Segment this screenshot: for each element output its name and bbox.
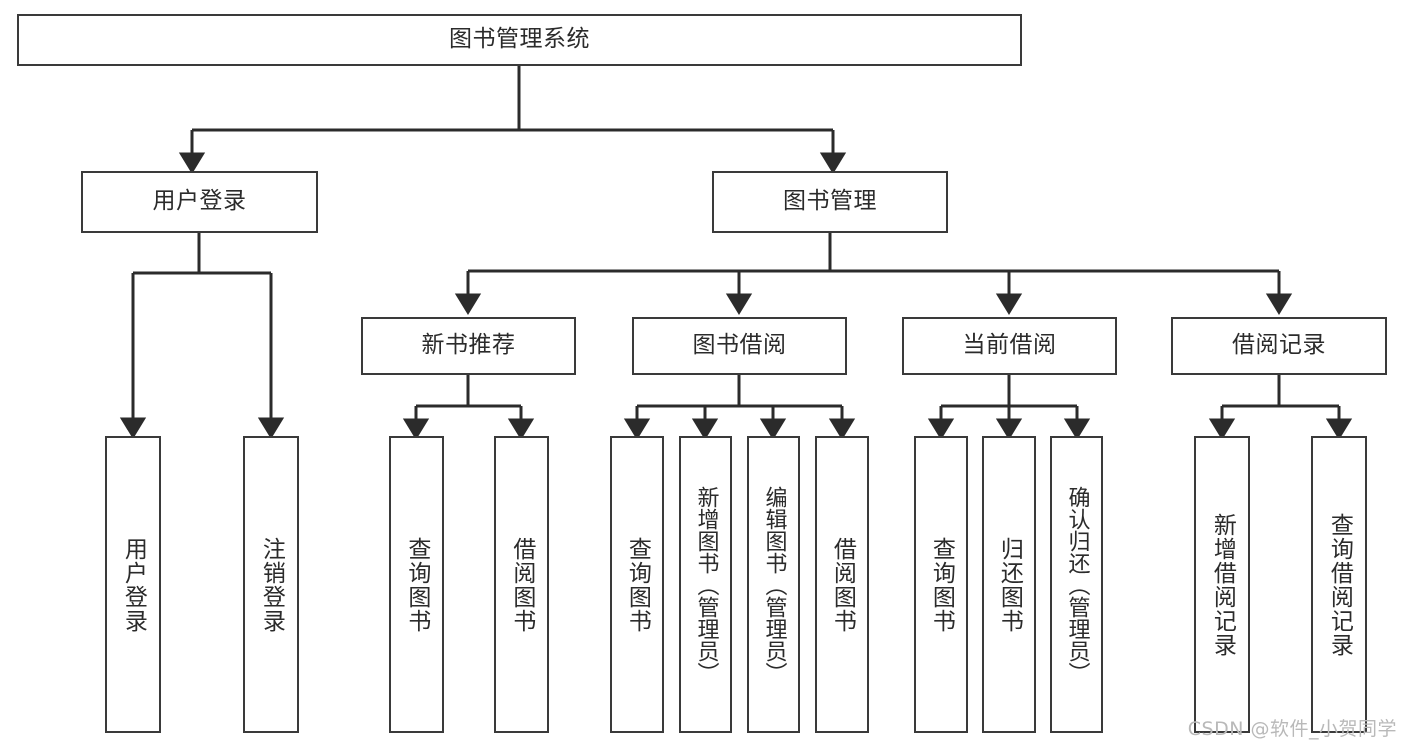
node-leaf-return-book-label: 归还图书 — [996, 536, 1023, 633]
node-leaf-query-book-2[interactable]: 查询图书 — [610, 436, 664, 733]
node-user-login[interactable]: 用户登录 — [81, 171, 318, 233]
node-leaf-add-book-label: 新增图书（管理员） — [693, 485, 719, 684]
node-book-borrow[interactable]: 图书借阅 — [632, 317, 847, 375]
watermark-text: CSDN @软件_小贺同学 — [1187, 718, 1397, 740]
node-leaf-borrow-book-2-label: 借阅图书 — [829, 536, 856, 633]
node-leaf-confirm-return-label: 确认归还（管理员） — [1064, 485, 1090, 684]
node-leaf-borrow-book-1-label: 借阅图书 — [508, 536, 535, 633]
node-leaf-user-login[interactable]: 用户登录 — [105, 436, 161, 733]
node-leaf-query-book-1[interactable]: 查询图书 — [389, 436, 444, 733]
node-book-management-label: 图书管理 — [783, 188, 877, 215]
node-book-borrow-label: 图书借阅 — [692, 332, 787, 359]
node-current-borrow-label: 当前借阅 — [962, 332, 1057, 359]
node-leaf-add-book[interactable]: 新增图书（管理员） — [679, 436, 732, 733]
node-leaf-query-book-1-label: 查询图书 — [403, 536, 430, 633]
node-new-book-recommend-label: 新书推荐 — [421, 332, 516, 359]
node-leaf-user-login-label: 用户登录 — [120, 536, 147, 633]
node-leaf-confirm-return[interactable]: 确认归还（管理员） — [1050, 436, 1103, 733]
node-leaf-query-book-2-label: 查询图书 — [624, 536, 651, 633]
node-leaf-add-record[interactable]: 新增借阅记录 — [1194, 436, 1250, 733]
node-leaf-query-record[interactable]: 查询借阅记录 — [1311, 436, 1367, 733]
node-leaf-query-record-label: 查询借阅记录 — [1326, 512, 1353, 657]
node-leaf-return-book[interactable]: 归还图书 — [982, 436, 1036, 733]
node-leaf-query-book-3-label: 查询图书 — [928, 536, 955, 633]
node-current-borrow[interactable]: 当前借阅 — [902, 317, 1117, 375]
node-borrow-record-label: 借阅记录 — [1232, 332, 1326, 359]
node-leaf-borrow-book-1[interactable]: 借阅图书 — [494, 436, 549, 733]
node-borrow-record[interactable]: 借阅记录 — [1171, 317, 1387, 375]
node-leaf-edit-book-label: 编辑图书（管理员） — [761, 485, 787, 684]
node-book-management[interactable]: 图书管理 — [712, 171, 948, 233]
node-user-login-label: 用户登录 — [152, 188, 247, 215]
node-leaf-edit-book[interactable]: 编辑图书（管理员） — [747, 436, 800, 733]
node-new-book-recommend[interactable]: 新书推荐 — [361, 317, 576, 375]
node-root-label: 图书管理系统 — [449, 26, 590, 53]
node-root[interactable]: 图书管理系统 — [17, 14, 1022, 66]
node-leaf-logout-label: 注销登录 — [258, 536, 285, 633]
node-leaf-borrow-book-2[interactable]: 借阅图书 — [815, 436, 869, 733]
node-leaf-add-record-label: 新增借阅记录 — [1209, 512, 1236, 657]
node-leaf-query-book-3[interactable]: 查询图书 — [914, 436, 968, 733]
node-leaf-logout[interactable]: 注销登录 — [243, 436, 299, 733]
